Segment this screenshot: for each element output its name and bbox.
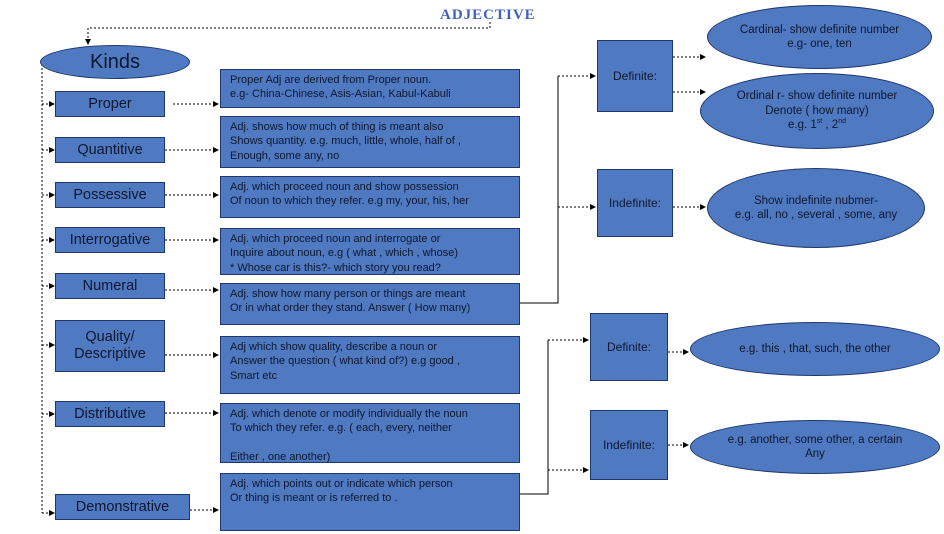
kind-proper: Proper: [55, 91, 165, 117]
desc-interrogative: Adj. which proceed noun and interrogate …: [220, 228, 520, 275]
ordinal-text: Ordinal r- show definite number Denote (…: [736, 90, 898, 117]
kind-possessive: Possessive: [55, 182, 165, 208]
desc-numeral: Adj. show how many person or things are …: [220, 283, 520, 325]
desc-demonstrative: Adj. which points out or indicate which …: [220, 473, 520, 531]
demonstrative-definite-node: e.g. this , that, such, the other: [690, 322, 940, 376]
demonstrative-indefinite-node: e.g. another, some other, a certain Any: [690, 420, 940, 474]
demonstrative-definite-label: Definite:: [606, 340, 652, 354]
numeral-definite-label: Definite:: [612, 69, 658, 83]
numeral-indefinite-text: Show indefinite nubmer- e.g. all, no , s…: [734, 194, 898, 221]
ordinal-node: Ordinal r- show definite number Denote (…: [700, 73, 934, 149]
desc-quantitive: Adj. shows how much of thing is meant al…: [220, 116, 520, 168]
demonstrative-definite-box: Definite:: [590, 313, 668, 381]
kind-label: Quantitive: [77, 141, 143, 158]
demonstrative-definite-text: e.g. this , that, such, the other: [739, 342, 891, 355]
numeral-indefinite-node: Show indefinite nubmer- e.g. all, no , s…: [707, 168, 925, 248]
desc-possessive: Adj. which proceed noun and show possess…: [220, 176, 520, 218]
ordinal-example: e.g. 1st , 2nd: [787, 118, 846, 132]
kind-label: Interrogative: [69, 231, 151, 248]
demonstrative-indefinite-label: Indefinite:: [602, 438, 656, 452]
diagram-title: ADJECTIVE: [440, 7, 536, 23]
desc-distributive: Adj. which denote or modify individually…: [220, 403, 520, 463]
kind-label: Quality/ Descriptive: [74, 329, 146, 362]
cardinal-node: Cardinal- show definite number e.g- one,…: [707, 5, 932, 69]
desc-quality-descriptive: Adj which show quality, describe a noun …: [220, 336, 520, 394]
kind-quantitive: Quantitive: [55, 137, 165, 163]
kind-interrogative: Interrogative: [55, 227, 165, 253]
desc-proper: Proper Adj are derived from Proper noun.…: [220, 69, 520, 108]
kind-label: Distributive: [74, 405, 146, 422]
kind-label: Demonstrative: [75, 498, 170, 515]
kinds-label: Kinds: [89, 50, 141, 73]
numeral-indefinite-label: Indefinite:: [608, 196, 662, 210]
kinds-node: Kinds: [40, 45, 190, 79]
kind-label: Numeral: [82, 277, 138, 294]
demonstrative-indefinite-text: e.g. another, some other, a certain Any: [727, 433, 903, 460]
kind-quality-descriptive: Quality/ Descriptive: [55, 320, 165, 372]
numeral-definite-box: Definite:: [597, 40, 673, 112]
numeral-indefinite-box: Indefinite:: [597, 169, 673, 237]
kind-label: Possessive: [73, 186, 147, 203]
kind-distributive: Distributive: [55, 401, 165, 427]
demonstrative-indefinite-box: Indefinite:: [590, 410, 668, 480]
cardinal-text: Cardinal- show definite number e.g- one,…: [739, 23, 900, 50]
kind-demonstrative: Demonstrative: [55, 494, 190, 520]
kind-label: Proper: [88, 95, 132, 112]
kind-numeral: Numeral: [55, 273, 165, 299]
